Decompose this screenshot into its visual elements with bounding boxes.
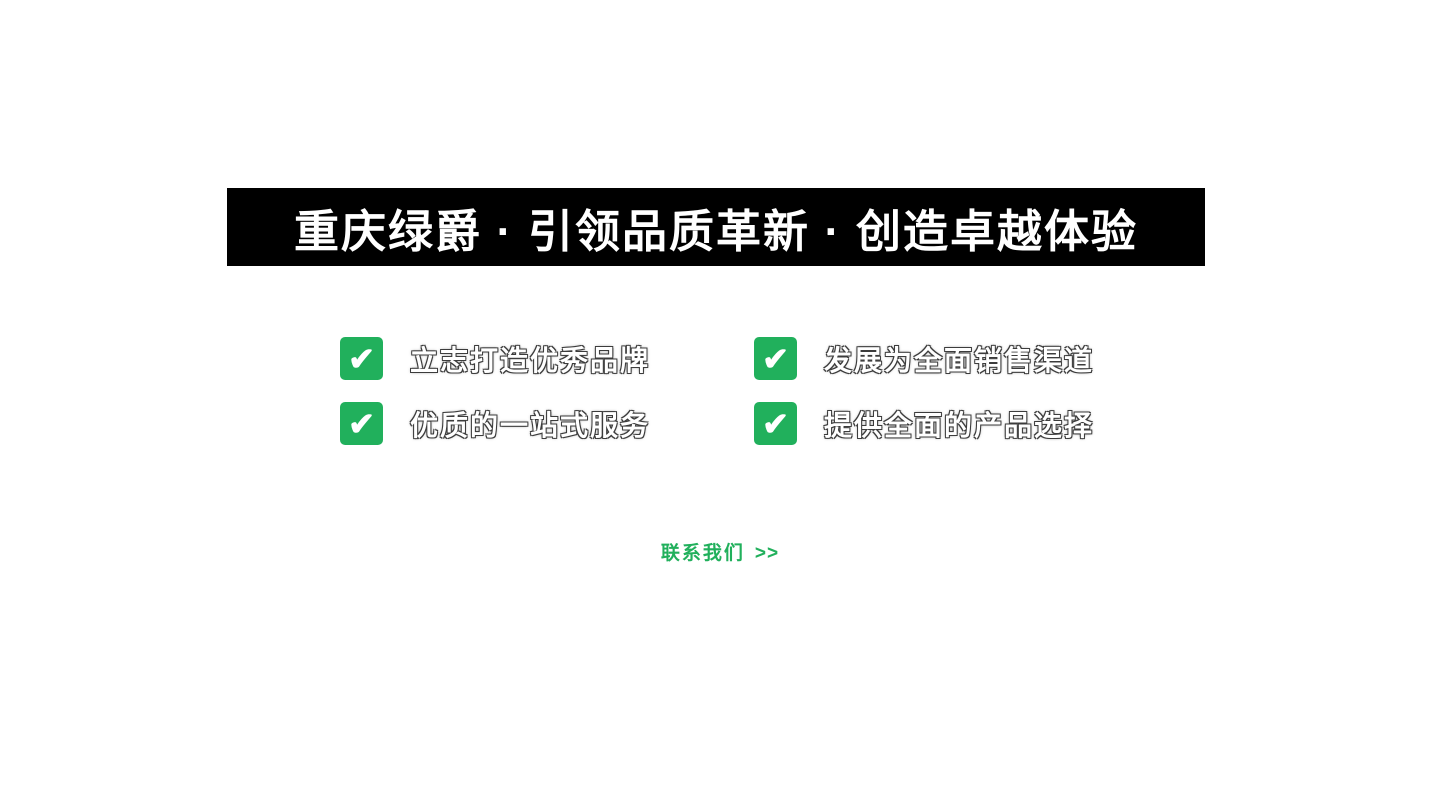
contact-us-label: 联系我们 <box>660 543 745 564</box>
feature-label: 提供全面的产品选择 <box>824 409 1095 441</box>
headline-banner: 重庆绿爵 · 引领品质革新 · 创造卓越体验 <box>227 188 1205 266</box>
check-icon: ✔ <box>754 337 797 380</box>
check-icon: ✔ <box>340 337 383 380</box>
contact-us-link[interactable]: 联系我们 >> <box>0 538 1440 565</box>
feature-item-brand: ✔ 立志打造优秀品牌 <box>340 337 650 380</box>
feature-label: 优质的一站式服务 <box>410 409 651 441</box>
check-icon: ✔ <box>340 402 383 445</box>
double-chevron-right-icon: >> <box>754 543 780 564</box>
feature-item-sales-channel: ✔ 发展为全面销售渠道 <box>754 337 1094 380</box>
feature-label: 发展为全面销售渠道 <box>824 344 1095 376</box>
banner-title: 重庆绿爵 · 引领品质革新 · 创造卓越体验 <box>294 205 1138 257</box>
feature-item-one-stop-service: ✔ 优质的一站式服务 <box>340 402 650 445</box>
feature-label: 立志打造优秀品牌 <box>410 344 651 376</box>
feature-item-product-selection: ✔ 提供全面的产品选择 <box>754 402 1094 445</box>
check-icon: ✔ <box>754 402 797 445</box>
